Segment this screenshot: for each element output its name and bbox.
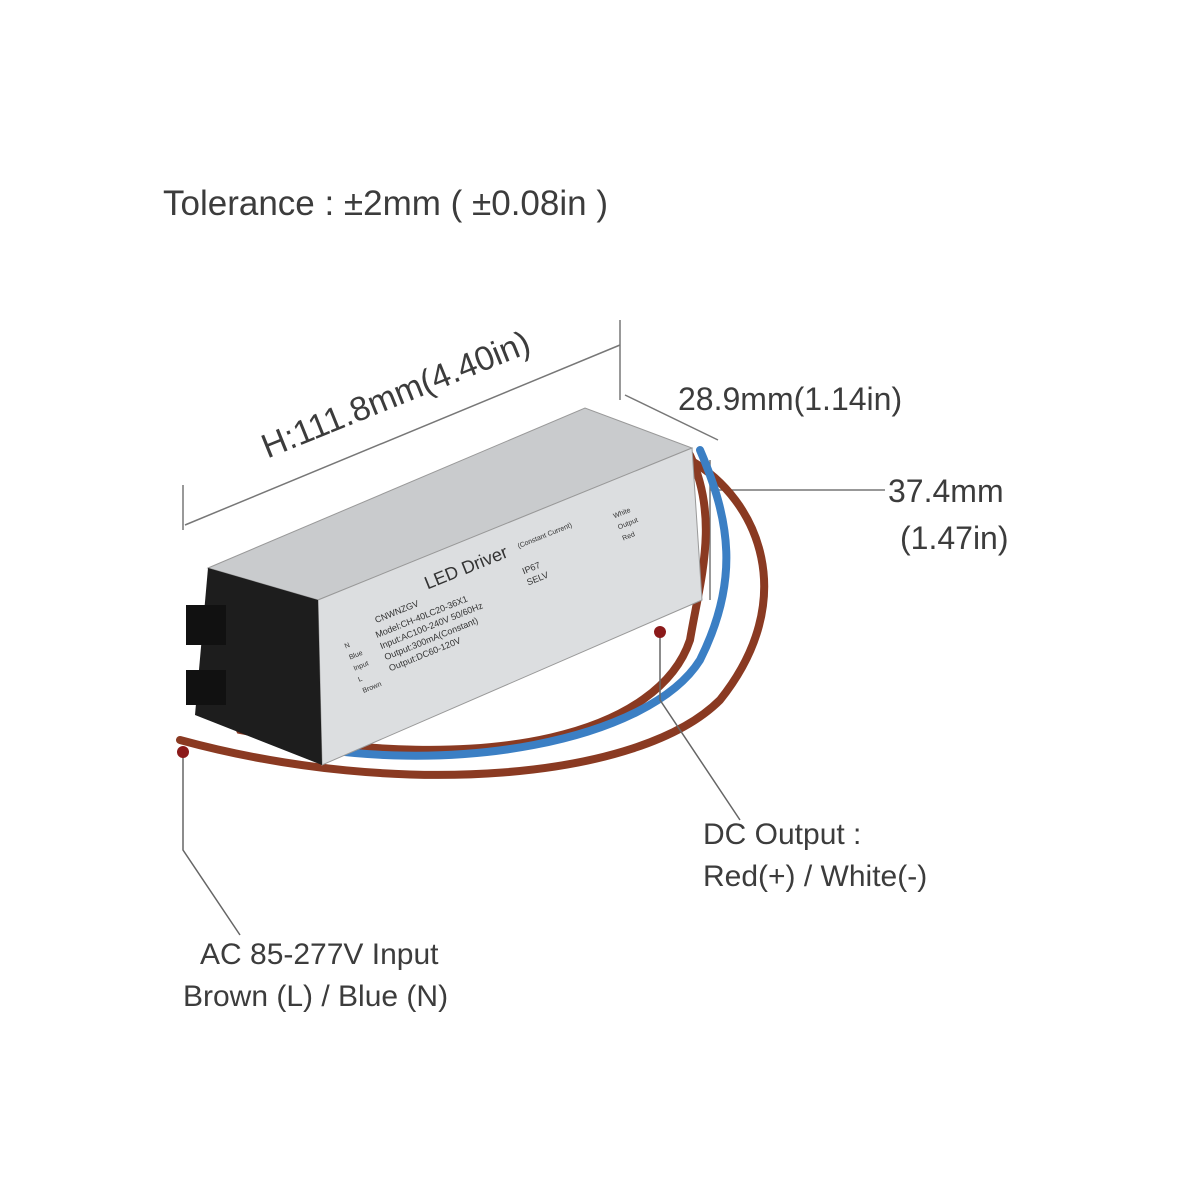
driver-body (186, 407, 703, 766)
width-dimension-label: 28.9mm(1.14in) (678, 381, 903, 417)
ac-input-line1: AC 85-277V Input (200, 938, 439, 971)
tolerance-text: Tolerance : ±2mm ( ±0.08in ) (163, 184, 608, 223)
ac-input-dot (177, 746, 189, 758)
height-dimension-mm: 37.4mm (888, 473, 1004, 509)
dc-output-line2: Red(+) / White(-) (703, 860, 928, 893)
dc-output-line1: DC Output : (703, 818, 862, 851)
ac-input-line2: Brown (L) / Blue (N) (183, 980, 449, 1013)
height-dimension-in: (1.47in) (900, 520, 1009, 556)
dc-output-dot (654, 626, 666, 638)
length-dimension-label: H:111.8mm(4.40in) (256, 324, 535, 466)
callout-leaders (182, 632, 741, 936)
label-tag-blue: Blue (348, 650, 364, 662)
label-tag-l: L (357, 676, 363, 684)
label-tag-n: N (344, 642, 351, 650)
label-tag-red: Red (622, 531, 637, 542)
